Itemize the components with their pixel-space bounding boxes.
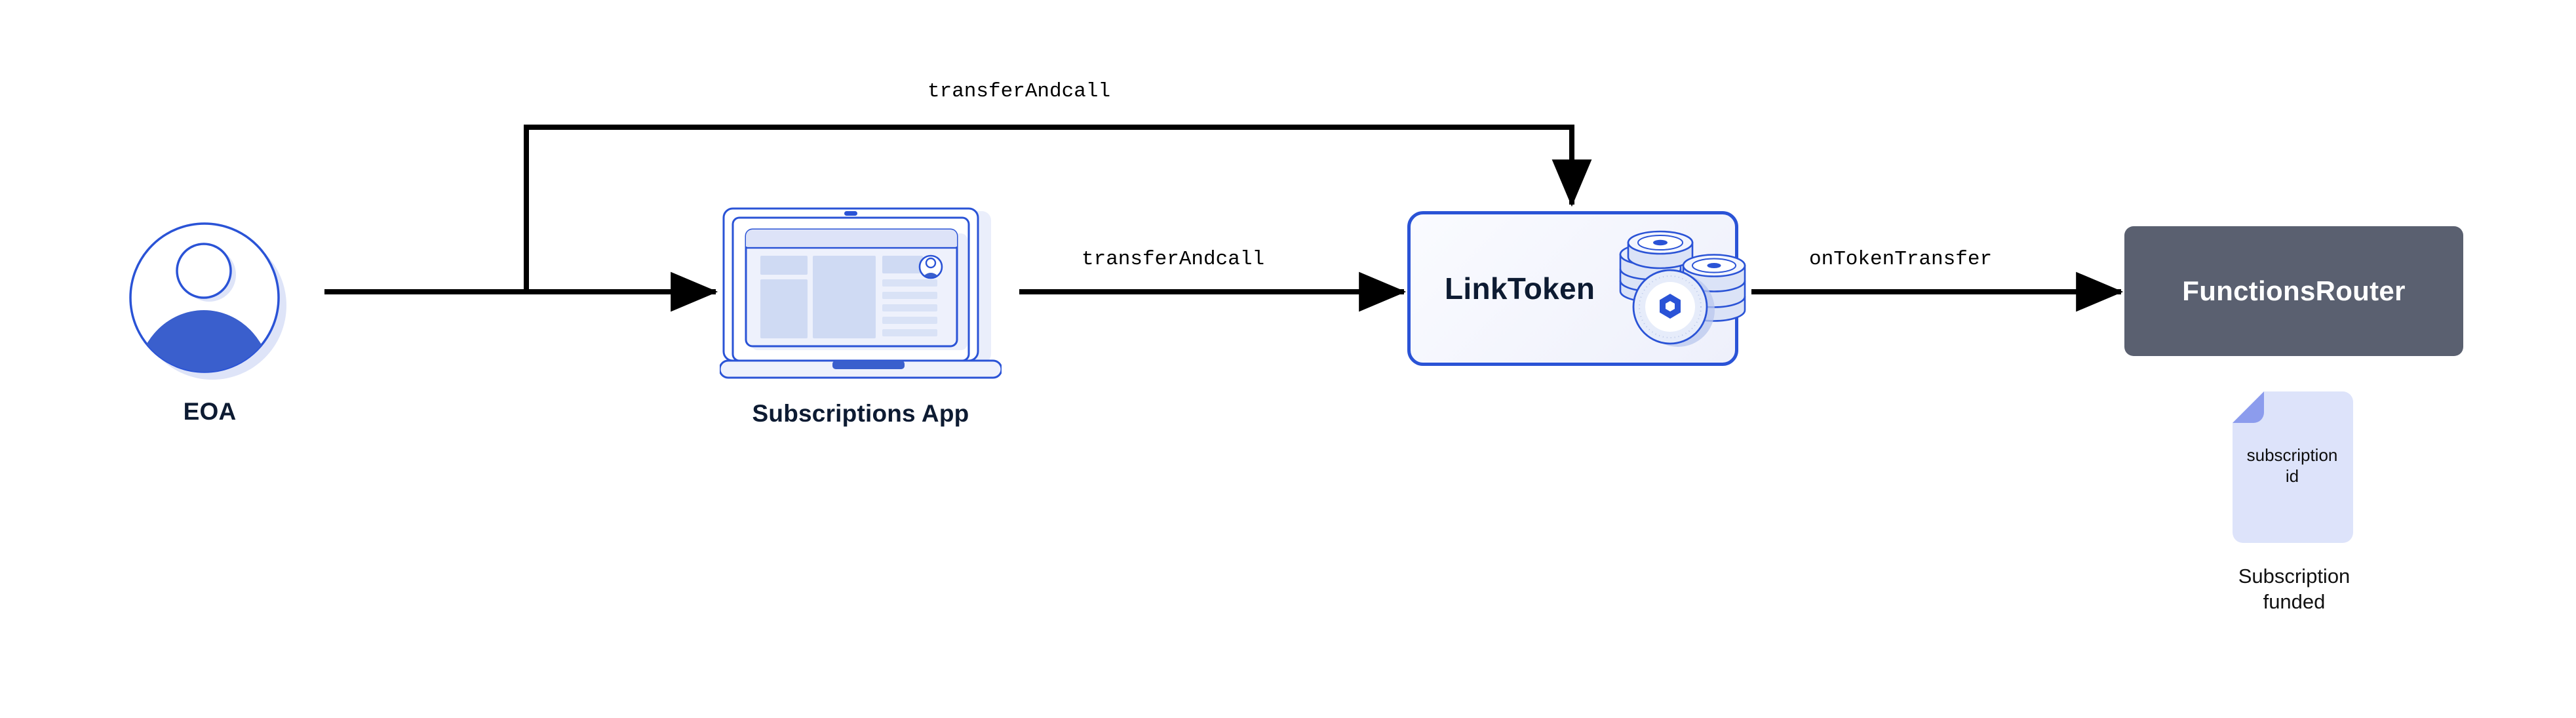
connector-label-transfer-and-call-top: transferAndcall bbox=[927, 80, 1111, 103]
connector-label-on-token-transfer: onTokenTransfer bbox=[1809, 248, 1993, 271]
node-functions-router[interactable]: FunctionsRouter bbox=[2124, 226, 2463, 356]
node-label-eoa: EOA bbox=[183, 398, 237, 425]
user-avatar-icon bbox=[129, 222, 286, 380]
node-link-token[interactable]: LinkToken bbox=[1407, 211, 1738, 366]
document-inner-text: subscription id bbox=[2230, 445, 2354, 487]
laptop-icon bbox=[720, 207, 1002, 379]
document-inner-text-line1: subscription bbox=[2246, 445, 2338, 465]
node-subscriptions-app[interactable]: Subscriptions App bbox=[720, 203, 1002, 452]
node-label-subscription-funded-line1: Subscription bbox=[2238, 565, 2351, 588]
document-inner-text-line2: id bbox=[2285, 466, 2299, 486]
connector-label-transfer-and-call-mid: transferAndcall bbox=[1082, 248, 1265, 271]
node-label-subscription-funded: Subscription funded bbox=[2183, 564, 2406, 615]
node-label-link-token: LinkToken bbox=[1445, 271, 1595, 306]
node-label-subscription-funded-line2: funded bbox=[2263, 589, 2326, 613]
node-label-subscriptions-app: Subscriptions App bbox=[752, 400, 969, 427]
node-label-functions-router: FunctionsRouter bbox=[2182, 275, 2406, 306]
document-icon bbox=[2233, 391, 2353, 543]
node-eoa[interactable]: EOA bbox=[121, 220, 298, 443]
node-subscription-funded[interactable]: subscription id Subscription funded bbox=[2202, 390, 2386, 639]
